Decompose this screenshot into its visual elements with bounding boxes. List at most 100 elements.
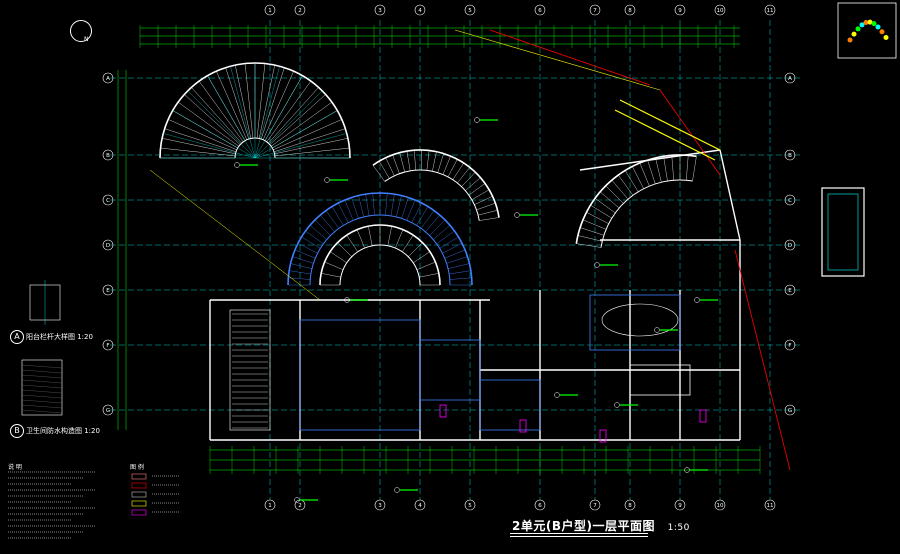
grid-bubble <box>784 284 796 296</box>
grid-bubble <box>534 499 546 511</box>
car-icon <box>601 303 679 337</box>
curved-stair-right-tread <box>600 191 620 209</box>
curved-stair-center-tread <box>437 153 444 173</box>
curved-stair-center-tread <box>457 167 470 184</box>
grid-bubble-label: 2 <box>298 8 302 14</box>
annotation-bubble <box>654 327 660 333</box>
arc-wall-center-tread <box>301 236 321 249</box>
grid-bubble <box>674 499 686 511</box>
arc-wall-center-tread <box>420 210 435 229</box>
grid-bubble-label: 3 <box>378 8 382 14</box>
grid-bubble <box>102 72 114 84</box>
grid-bubble <box>102 239 114 251</box>
grid-bubble-label: 11 <box>767 503 774 509</box>
spiral-stair-top-tread <box>273 128 346 153</box>
curved-stair-right-tread <box>576 243 602 248</box>
side-stair <box>229 309 271 431</box>
grid-bubble <box>374 499 386 511</box>
arc-wall-center-tread <box>449 277 472 280</box>
curved-stair-center-tread <box>476 202 496 211</box>
stair-ray <box>254 66 280 159</box>
detail-b-hatch <box>21 369 63 374</box>
spiral-stair-top-tread <box>168 119 237 151</box>
annotations <box>8 2 897 539</box>
legend-heading: 图 例 <box>130 464 144 471</box>
stair-ray <box>254 110 338 159</box>
leader-line <box>149 169 321 301</box>
spiral-stair-top-tread <box>260 67 285 140</box>
arc-wall-center-tread <box>439 236 459 249</box>
legend-swatch <box>131 509 147 516</box>
arc-wall-center-tread <box>411 202 422 223</box>
key-plan-block <box>875 24 881 30</box>
spiral-stair-top-tread <box>162 138 236 155</box>
grid-bubble-label: 4 <box>418 8 422 14</box>
grid-bubble <box>784 339 796 351</box>
curved-stair-right-tread <box>655 157 662 183</box>
room-kitchen <box>479 379 541 431</box>
curved-stair-right-tread <box>594 198 616 214</box>
spiral-stair-top-tread <box>271 101 332 147</box>
curved-stair-center-tread <box>442 156 451 175</box>
legend-swatch <box>131 482 147 489</box>
pavilion-inner <box>827 193 859 271</box>
arc-wall-center-tread <box>401 197 409 219</box>
arc-wall-center-tread <box>406 199 416 221</box>
grid-bubble-label: F <box>106 343 109 349</box>
curved-stair-center-tread <box>385 157 395 176</box>
garage-car <box>629 364 691 396</box>
arc-wall-center-tread <box>309 225 327 240</box>
detail-b-hatch <box>21 389 63 394</box>
grid-bubble <box>784 239 796 251</box>
spiral-stair-top-tread <box>216 71 248 140</box>
grid-bubble-label: D <box>788 243 792 249</box>
grid-lines <box>110 20 800 500</box>
drawing-scale: 1:50 <box>667 523 690 533</box>
grid-bubble <box>784 404 796 416</box>
key-plan-block <box>879 29 885 35</box>
grid-bubble <box>589 4 601 16</box>
curved-stair-center-tread <box>399 152 405 173</box>
arc-wall-center-tread <box>390 194 395 216</box>
arc-inner-center-tread <box>337 242 352 257</box>
arc-wall-center-tread <box>433 225 451 240</box>
spiral-stair-top-tread <box>198 81 244 142</box>
grid-bubble <box>464 499 476 511</box>
grid-bubble-label: 3 <box>378 503 382 509</box>
grid-bubble-label: G <box>106 408 110 414</box>
arc-wall-center-tread <box>344 199 354 221</box>
curved-stair-right-inner <box>600 179 693 248</box>
curved-stair-center-outer <box>372 149 500 218</box>
door <box>699 409 707 423</box>
grid-bubble <box>414 4 426 16</box>
notes-heading: 说 明 <box>8 464 22 471</box>
spiral-stair-top-tread <box>262 71 294 140</box>
grid-bubble <box>784 194 796 206</box>
stair-ray <box>207 75 256 159</box>
arc-inner-center-tread <box>356 229 365 249</box>
legend-swatch <box>131 491 147 498</box>
grid-bubble-label: A <box>788 76 792 82</box>
pavilion <box>821 187 865 277</box>
curved-stair-right-tread <box>580 227 604 236</box>
grid-bubble <box>102 339 114 351</box>
curved-stair-right-tread <box>632 166 644 189</box>
arc-wall-center-tread <box>294 249 316 259</box>
arc-wall-center-tread <box>425 214 440 232</box>
annotation-bubble <box>324 177 330 183</box>
annotation-bubble <box>344 297 350 303</box>
grid-bubble <box>464 4 476 16</box>
north-label: N <box>84 36 89 43</box>
key-plan-block <box>859 22 865 28</box>
arc-inner-center-tread <box>368 226 373 246</box>
arc-wall-center-tread <box>372 193 375 216</box>
grid-bubble-label: A <box>106 76 110 82</box>
key-plan-block <box>855 26 861 32</box>
spiral-stair-top-tread <box>164 128 237 153</box>
arc-inner-center-tread <box>413 251 430 263</box>
spiral-stair-top-tread <box>191 87 242 144</box>
roof-hatch <box>614 109 716 161</box>
curved-stair-center-tread <box>426 150 430 171</box>
drawing-title: 2单元(B户型)一层平面图 1:50 <box>512 517 690 534</box>
spiral-stair-top-tread <box>274 138 348 155</box>
